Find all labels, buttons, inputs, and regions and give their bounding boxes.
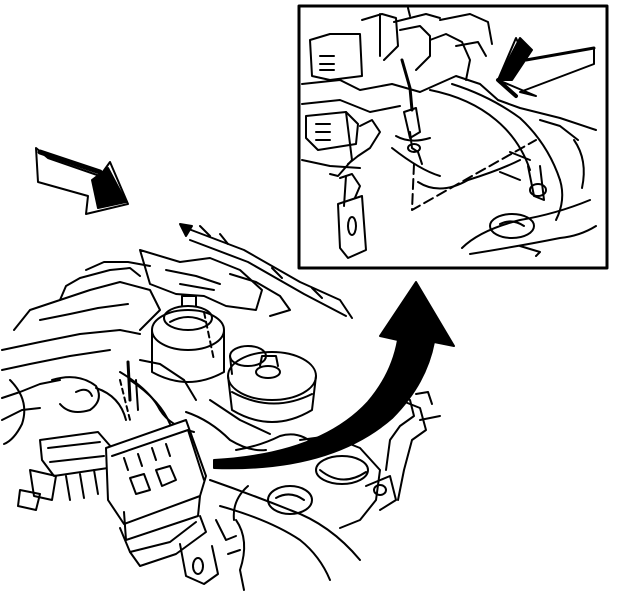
detail-leader-lines [391, 139, 537, 211]
detail-inset-border [297, 4, 609, 270]
detail-mounting-tab [337, 173, 367, 259]
control-module [105, 419, 207, 541]
detail-view [297, 4, 609, 270]
brake-booster [151, 295, 225, 383]
left-fender-structure [1, 261, 161, 445]
detail-wheelhouse [429, 83, 597, 257]
detail-upper-structure [301, 7, 597, 131]
main-view-direction-arrow [35, 147, 129, 215]
detail-callout-arrow [213, 281, 455, 470]
cowl-panel [179, 223, 353, 319]
lower-mounting-bracket [119, 515, 241, 585]
coolant-reservoir [227, 345, 317, 423]
right-wheelhouse [209, 479, 361, 591]
detail-left-vents [301, 111, 381, 177]
hoses-and-wiring [51, 359, 271, 452]
module-bracket [17, 431, 113, 511]
main-view-leader-lines [119, 311, 215, 421]
detail-view-direction-arrow [496, 37, 596, 98]
detail-fastener [395, 107, 431, 165]
upper-structure [139, 249, 291, 317]
